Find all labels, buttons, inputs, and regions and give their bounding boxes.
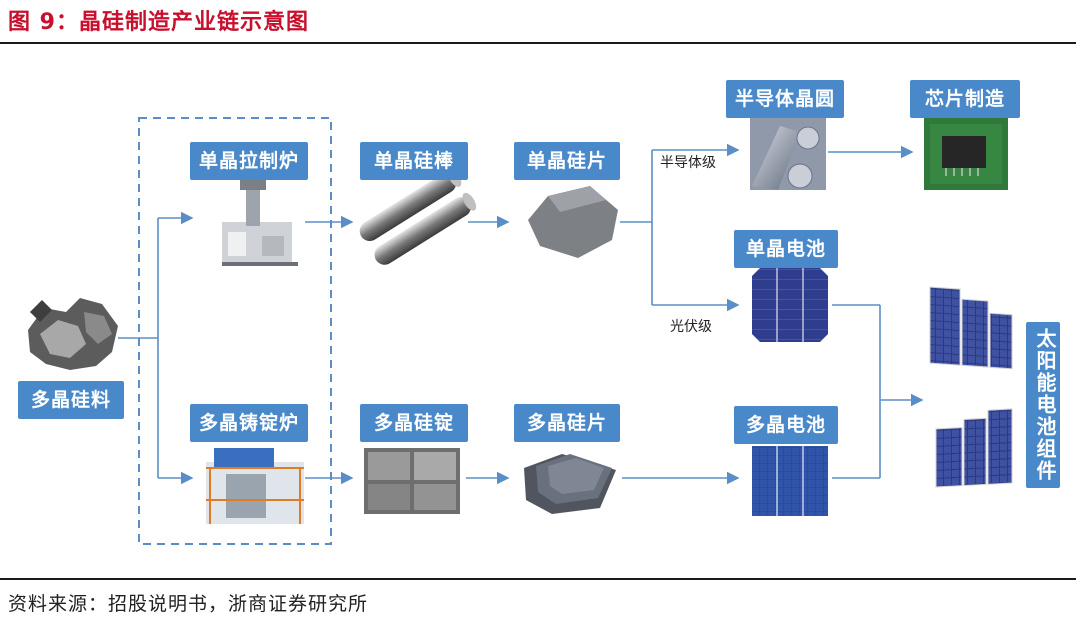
node-poly-cell: 多晶电池 [734, 406, 838, 444]
mono-wafer-image [528, 186, 618, 258]
node-mono-cell: 单晶电池 [734, 230, 838, 268]
mono-cell-image [752, 268, 828, 342]
mono-silicon-rods-image [359, 169, 477, 265]
mono-crystal-furnace-image [222, 180, 298, 266]
figure-source: 资料来源：招股说明书，浙商证券研究所 [8, 593, 369, 615]
node-solar-module: 太阳能电池组件 [1026, 322, 1060, 488]
node-polysilicon-material: 多晶硅料 [18, 381, 124, 419]
figure-title: 图 9：晶硅制造产业链示意图 [8, 10, 309, 35]
equipment-dashed-box [138, 117, 332, 545]
semiconductor-wafer-image [750, 118, 826, 190]
node-mono-crystal-furnace: 单晶拉制炉 [190, 142, 308, 180]
poly-wafer-image [524, 454, 616, 514]
node-chip-manufacturing: 芯片制造 [910, 80, 1020, 118]
poly-ingot-image [364, 448, 460, 514]
branch-label-semiconductor: 半导体级 [660, 155, 716, 171]
node-poly-ingot-furnace: 多晶铸锭炉 [190, 404, 308, 442]
polysilicon-chunks-image [28, 298, 118, 370]
top-divider [0, 42, 1076, 44]
node-semiconductor-wafer: 半导体晶圆 [726, 80, 844, 118]
chip-image [924, 118, 1008, 190]
node-poly-silicon-wafer: 多晶硅片 [514, 404, 620, 442]
node-mono-silicon-wafer: 单晶硅片 [514, 142, 620, 180]
bottom-divider [0, 578, 1076, 580]
poly-ingot-furnace-image [206, 448, 304, 524]
solar-modules-image [929, 286, 1013, 488]
poly-cell-image [752, 446, 828, 516]
node-poly-silicon-ingot: 多晶硅锭 [360, 404, 468, 442]
node-mono-silicon-rod: 单晶硅棒 [360, 142, 468, 180]
branch-label-photovoltaic: 光伏级 [670, 319, 712, 335]
connector-lines [118, 143, 924, 485]
